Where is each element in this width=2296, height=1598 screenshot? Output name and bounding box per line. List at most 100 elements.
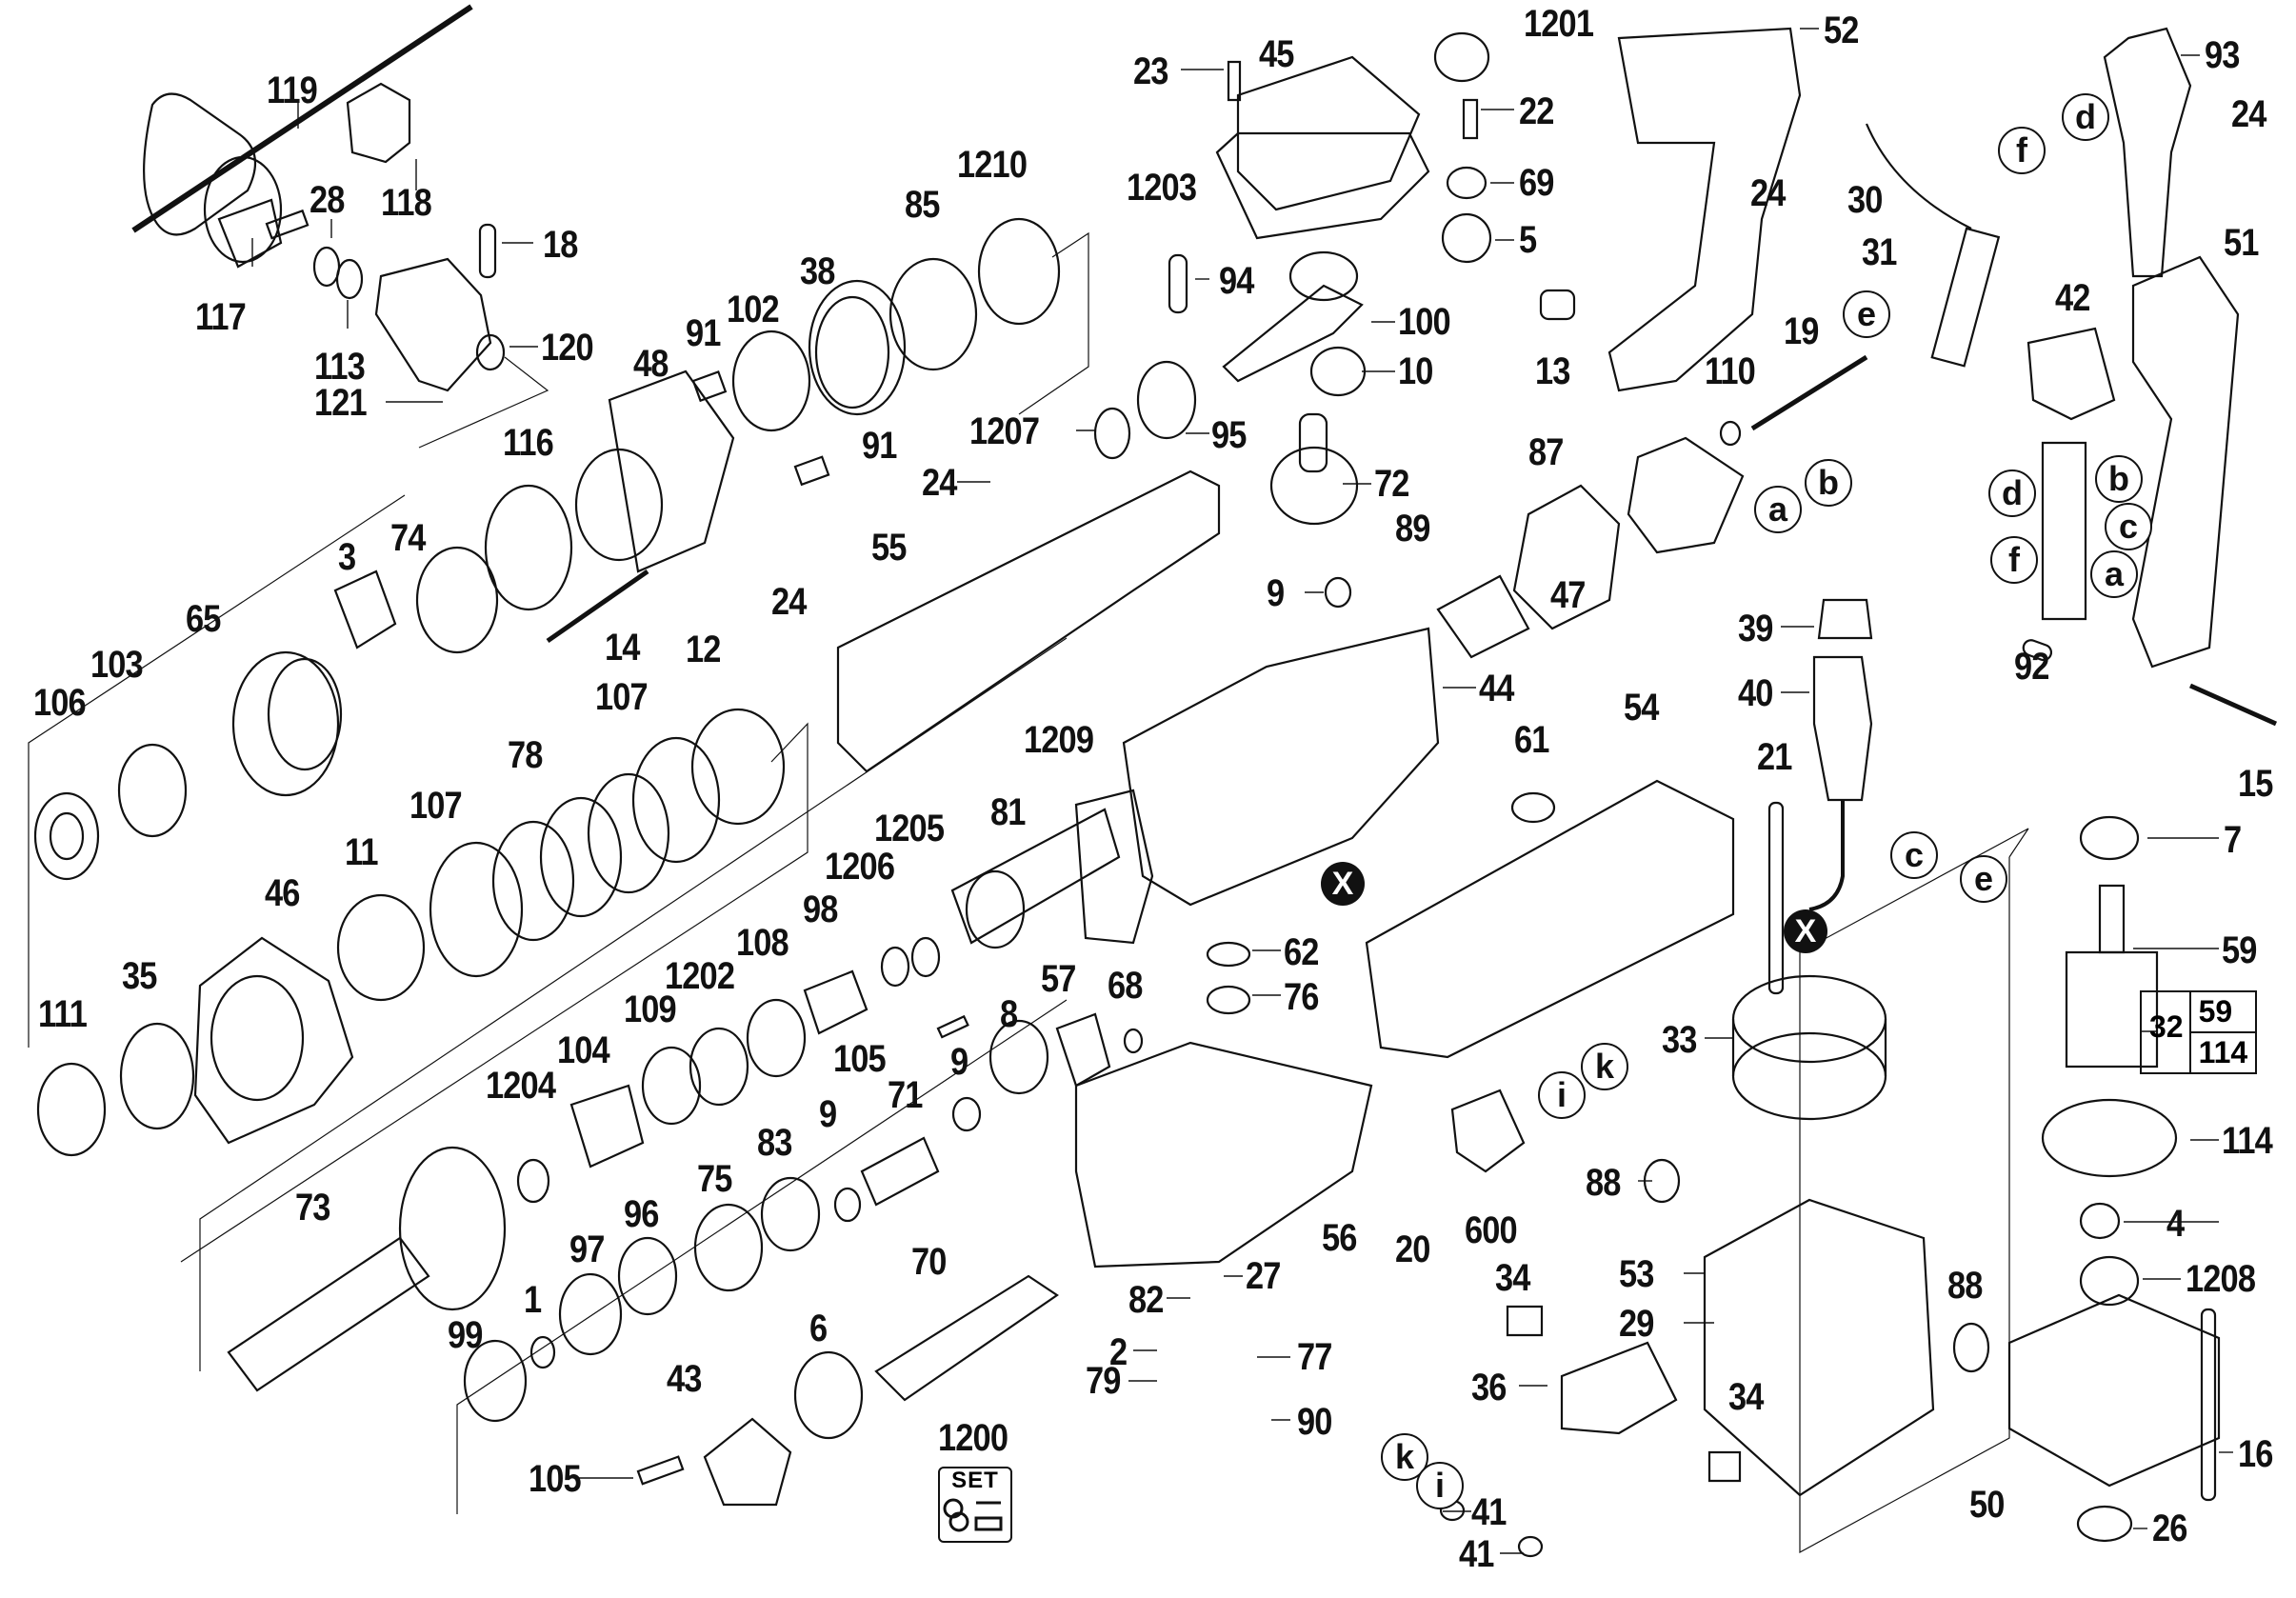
- bracket-motor: [1800, 829, 2028, 1552]
- clutch-97: [560, 1274, 621, 1354]
- part-48-bore: [576, 449, 662, 560]
- striker-98: [805, 971, 867, 1033]
- callout-42: 42: [2055, 277, 2090, 319]
- intermediate-shaft-parts: [638, 1276, 1057, 1505]
- callout-15: 15: [2238, 763, 2273, 805]
- part-102: [733, 331, 809, 430]
- flange-43: [705, 1419, 790, 1505]
- callout-31: 31: [1862, 231, 1897, 273]
- part-106: [35, 793, 98, 879]
- switch-terminal-c: c: [2105, 503, 2152, 550]
- callout-9a: 9: [1267, 572, 1285, 614]
- callout-70: 70: [911, 1241, 947, 1283]
- callout-105a: 105: [833, 1038, 887, 1080]
- callout-98: 98: [803, 889, 838, 930]
- callout-119: 119: [267, 70, 318, 111]
- bearing-5: [1443, 214, 1490, 262]
- callout-95: 95: [1211, 414, 1247, 456]
- callout-59: 59: [2222, 929, 2257, 971]
- callout-43: 43: [667, 1358, 702, 1400]
- callout-26: 26: [2152, 1508, 2187, 1549]
- callout-88b: 88: [1947, 1265, 1983, 1307]
- ring-61: [1512, 793, 1554, 822]
- callout-113: 113: [314, 346, 366, 388]
- callout-69: 69: [1519, 162, 1554, 204]
- callout-19: 19: [1784, 310, 1819, 352]
- callout-55: 55: [871, 527, 907, 569]
- callout-23: 23: [1133, 50, 1168, 92]
- callout-48: 48: [633, 343, 669, 385]
- callout-36: 36: [1471, 1367, 1507, 1408]
- callout-62: 62: [1284, 931, 1319, 973]
- callout-104: 104: [557, 1029, 610, 1071]
- screw-16: [2202, 1309, 2215, 1500]
- part-3: [335, 571, 395, 648]
- pin-94: [1169, 255, 1187, 312]
- gear-housing-parts: [838, 33, 1743, 1267]
- switch-42: [2028, 329, 2114, 419]
- connector-d-top: d: [2062, 93, 2109, 141]
- bracket-row4: [457, 1000, 1067, 1514]
- callout-103: 103: [90, 644, 144, 686]
- callout-68: 68: [1108, 965, 1143, 1007]
- cover-45: [1238, 57, 1419, 210]
- armature-set-item: 59: [2190, 992, 2256, 1033]
- housing-44: [1124, 629, 1438, 905]
- switch-terminal-f: f: [1990, 536, 2038, 584]
- callout-3: 3: [338, 536, 356, 578]
- cord: [1809, 800, 1843, 909]
- part-74: [417, 548, 497, 652]
- pin-18: [480, 225, 495, 277]
- bushing-88b: [1954, 1324, 1988, 1371]
- part-107a: [430, 843, 522, 976]
- switch-terminal-d: d: [1988, 469, 2036, 517]
- sleeve-89: [1438, 576, 1528, 657]
- callout-10: 10: [1398, 350, 1433, 392]
- ring-62: [1208, 943, 1249, 966]
- connector-i-field: i: [1538, 1071, 1586, 1119]
- connector-c-field: c: [1890, 831, 1938, 879]
- connector-e-top: e: [1843, 290, 1890, 338]
- ring-76: [1208, 987, 1249, 1013]
- callout-111: 111: [38, 993, 88, 1035]
- side-handle-assembly: [133, 7, 548, 448]
- callout-24d: 24: [2231, 93, 2266, 135]
- kit-pin-icon: [976, 1518, 1001, 1529]
- shaft-70: [876, 1276, 1057, 1400]
- bearing-8: [990, 1021, 1048, 1093]
- callout-75: 75: [697, 1158, 732, 1200]
- callout-35: 35: [122, 955, 157, 997]
- part-48-flange: [609, 371, 733, 571]
- callout-24a-visible: 24: [922, 462, 957, 504]
- ring-1205: [912, 938, 939, 976]
- bearing-9a: [1326, 578, 1350, 607]
- conrod-eye: [1290, 252, 1357, 300]
- callout-78: 78: [508, 734, 543, 776]
- callout-14: 14: [605, 627, 640, 669]
- connector-e-field: e: [1960, 855, 2007, 903]
- part-106-inner: [50, 813, 83, 859]
- handle-half-51: [2133, 257, 2238, 667]
- spring-75: [695, 1205, 762, 1290]
- set-kit-badge: SET: [938, 1467, 1012, 1543]
- part-104: [571, 1086, 643, 1167]
- piston-tube-81-flange: [967, 871, 1024, 948]
- side-handle-body-117: [219, 200, 281, 267]
- callout-93: 93: [2205, 34, 2240, 76]
- spring-78a: [493, 822, 573, 940]
- callout-89: 89: [1395, 508, 1430, 549]
- callout-61: 61: [1514, 719, 1549, 761]
- clutch-96: [619, 1238, 676, 1314]
- circlip-28: [314, 248, 339, 286]
- callout-1202: 1202: [665, 955, 735, 997]
- gear-72: [1271, 448, 1357, 524]
- tool-holder-parts: [29, 219, 1088, 1048]
- spring-38-coil: [816, 297, 888, 408]
- switch-terminal-b: b: [2095, 455, 2143, 503]
- ring-1201: [1435, 33, 1488, 81]
- screw-23: [1228, 62, 1240, 100]
- spring-38: [809, 281, 905, 414]
- callout-40: 40: [1738, 672, 1773, 714]
- part-109: [643, 1048, 700, 1124]
- cup-1208: [2081, 1257, 2138, 1305]
